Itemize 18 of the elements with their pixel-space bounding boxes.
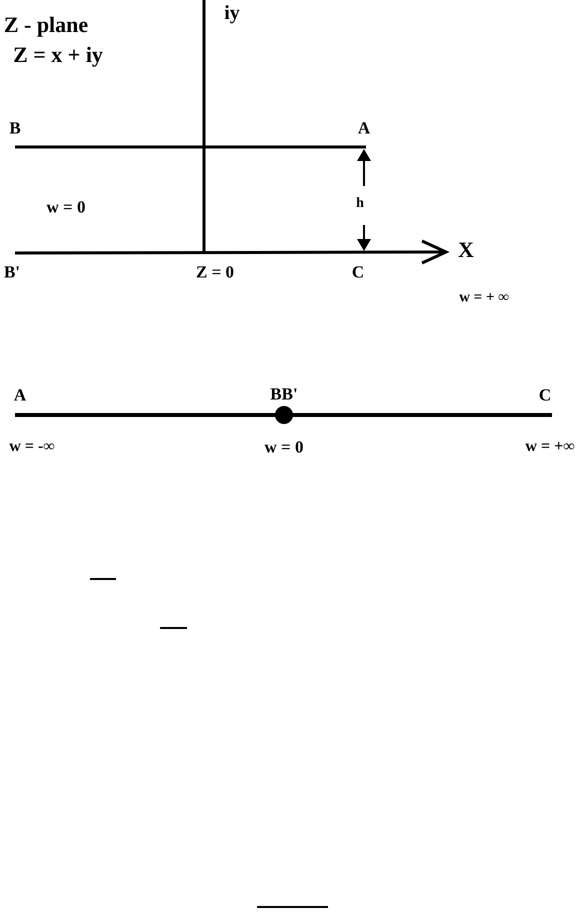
point-label: BB': [270, 386, 298, 402]
point-label: A: [358, 120, 370, 136]
value-label: w = -∞: [9, 439, 55, 455]
axis-label: iy: [224, 3, 240, 23]
value-label: w = + ∞: [459, 290, 509, 306]
point-label: B: [9, 120, 21, 136]
value-label: Z = 0: [196, 264, 234, 280]
value-label: w = 0: [46, 198, 86, 216]
point-label: A: [14, 386, 26, 404]
point-label: B': [4, 264, 20, 280]
equation-label: Z = x + iy: [13, 44, 103, 66]
plane-label: Z - plane: [4, 14, 88, 36]
value-label: w = +∞: [525, 439, 575, 455]
point-label: C: [352, 264, 364, 280]
value-label: w = 0: [264, 438, 304, 456]
axis-label: X: [458, 239, 474, 261]
dimension-label: h: [356, 197, 364, 211]
point-label: C: [538, 386, 552, 404]
